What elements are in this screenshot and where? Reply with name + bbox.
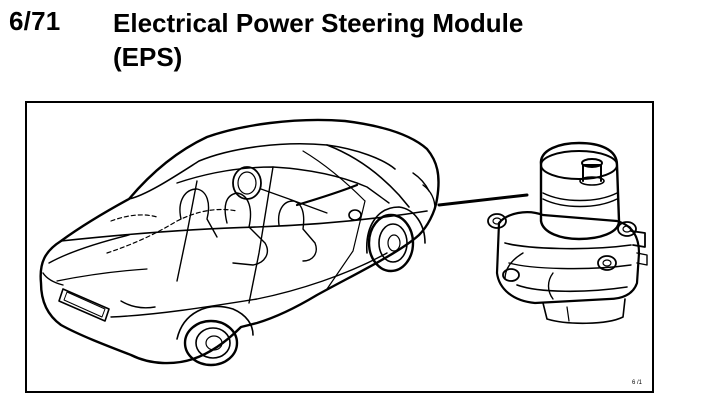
- figure-code: 6 /1: [631, 380, 642, 386]
- leader-line: [437, 193, 529, 207]
- illustration-frame: 6 /1: [25, 101, 654, 393]
- eps-module-illustration: [487, 141, 648, 325]
- car-body-outline: [39, 118, 440, 365]
- title-line-2: (EPS): [113, 42, 183, 72]
- illustration: [39, 118, 648, 367]
- page-title: Electrical Power Steering Module (EPS): [113, 6, 673, 74]
- title-line-1: Electrical Power Steering Module: [113, 8, 524, 38]
- car-illustration: [39, 118, 440, 367]
- section-number: 6/71: [9, 6, 61, 36]
